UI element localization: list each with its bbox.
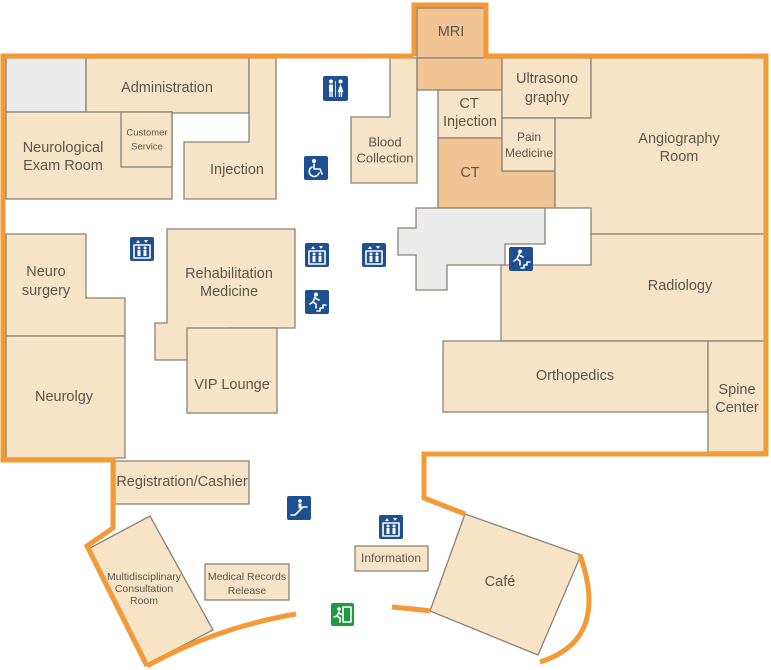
label-information: Information	[361, 551, 421, 565]
room-administration	[85, 57, 250, 114]
label-blood-collection-1: Blood	[368, 134, 401, 149]
elevator-icon	[379, 515, 403, 539]
label-cafe: Café	[485, 574, 516, 590]
room-cafe	[429, 513, 582, 656]
elevator-icon	[305, 243, 329, 267]
label-pain-medicine-2: Medicine	[505, 146, 553, 160]
room-medical-records	[204, 563, 290, 601]
core-shaft	[397, 207, 546, 291]
label-vip-lounge: VIP Lounge	[194, 377, 270, 393]
label-orthopedics: Orthopedics	[536, 368, 614, 384]
label-neurological-exam-2: Exam Room	[23, 158, 103, 174]
label-angiography-1: Angiography	[638, 131, 720, 147]
label-neurology: Neurolgy	[35, 389, 94, 405]
wheelchair-icon	[304, 156, 328, 180]
label-angiography-2: Room	[660, 149, 699, 165]
escalator-icon	[287, 496, 311, 520]
stairs-icon	[509, 247, 533, 271]
room-ultrasonography	[501, 57, 592, 119]
elevator-icon	[130, 237, 154, 261]
room-pain-medicine	[501, 117, 556, 172]
room-vip-lounge	[186, 327, 278, 414]
stairs-icon	[305, 290, 329, 314]
emergency-exit-icon	[331, 603, 354, 626]
elevator-icon	[362, 243, 386, 267]
label-rehabilitation-1: Rehabilitation	[185, 266, 273, 282]
room-customer-service	[120, 111, 173, 168]
label-rehabilitation-2: Medicine	[200, 284, 258, 300]
room-orthopedics	[442, 340, 709, 413]
label-administration: Administration	[121, 80, 213, 96]
storage-room	[5, 57, 87, 113]
label-mri: MRI	[438, 24, 465, 40]
label-spine-center-2: Center	[715, 400, 759, 416]
label-neurosurgery-2: surgery	[22, 283, 71, 299]
label-multidisciplinary-1: Multidisciplinary	[107, 571, 182, 583]
label-ct-injection-2: Injection	[443, 114, 497, 130]
label-injection: Injection	[210, 162, 264, 178]
label-customer-service-2: Service	[131, 142, 163, 153]
entrance-arc-left	[145, 611, 297, 669]
room-radiology	[500, 233, 767, 342]
outer-wall-right	[411, 2, 769, 517]
label-customer-service-1: Customer	[126, 128, 167, 139]
label-medical-records-2: Release	[228, 585, 267, 597]
entrance-arc-right	[391, 604, 431, 614]
room-registration-cashier	[114, 460, 250, 505]
room-mri-annex	[416, 57, 503, 91]
label-neurological-exam-1: Neurological	[23, 140, 104, 156]
label-multidisciplinary-2: Consultation	[115, 583, 174, 595]
label-radiology: Radiology	[648, 278, 713, 294]
room-information	[354, 545, 429, 572]
label-medical-records-1: Medical Records	[208, 571, 286, 583]
label-blood-collection-2: Collection	[356, 150, 413, 165]
label-pain-medicine-1: Pain	[517, 130, 541, 144]
outer-wall-left	[0, 53, 414, 668]
restroom-icon	[323, 76, 348, 101]
label-ct: CT	[460, 165, 479, 181]
label-registration-cashier: Registration/Cashier	[116, 474, 248, 490]
label-neurosurgery-1: Neuro	[26, 264, 66, 280]
label-ct-injection-1: CT	[459, 96, 478, 112]
room-neurology	[5, 335, 126, 459]
label-spine-center-1: Spine	[718, 382, 755, 398]
outer-wall-cafe	[539, 554, 592, 665]
label-ultrasonography-2: graphy	[525, 90, 570, 106]
label-multidisciplinary-3: Room	[130, 595, 158, 607]
label-ultrasonography-1: Ultrasono	[516, 71, 578, 87]
